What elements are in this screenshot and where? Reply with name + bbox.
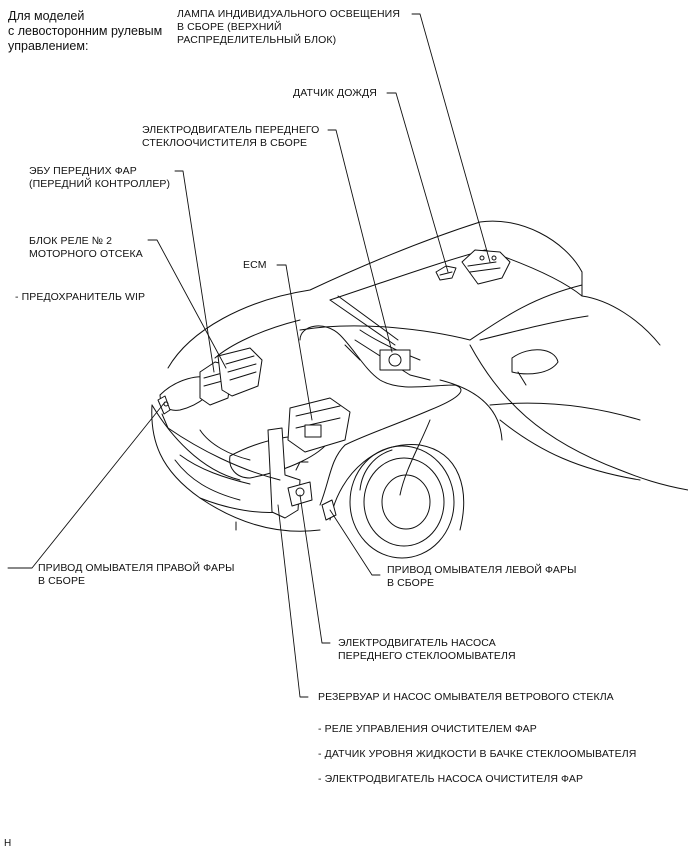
headlamp-ecu-label-line-1: ЭБУ ПЕРЕДНИХ ФАР xyxy=(29,165,137,177)
reservoir-label-text: РЕЗЕРВУАР И НАСОС ОМЫВАТЕЛЯ ВЕТРОВОГО СТ… xyxy=(318,691,614,703)
wip-fuse-label-text: - ПРЕДОХРАНИТЕЛЬ WIP xyxy=(15,291,146,303)
level-sensor-label: - ДАТЧИК УРОВНЯ ЖИДКОСТИ В БАЧКЕ СТЕКЛОО… xyxy=(318,748,636,761)
lh-washer-label: ПРИВОД ОМЫВАТЕЛЯ ЛЕВОЙ ФАРЫ В СБОРЕ xyxy=(387,564,577,590)
relay-block-label-line-2: МОТОРНОГО ОТСЕКА xyxy=(29,248,143,260)
wiper-motor-label-line-1: ЭЛЕКТРОДВИГАТЕЛЬ ПЕРЕДНЕГО xyxy=(142,124,320,136)
lh-washer-label-line-1: ПРИВОД ОМЫВАТЕЛЯ ЛЕВОЙ ФАРЫ xyxy=(387,564,577,576)
headlamp-ecu-label: ЭБУ ПЕРЕДНИХ ФАР (ПЕРЕДНИЙ КОНТРОЛЛЕР) xyxy=(29,165,170,191)
room-lamp-label-line-3: РАСПРЕДЕЛИТЕЛЬНЫЙ БЛОК) xyxy=(177,34,337,46)
models-header: Для моделей с левосторонним рулевым упра… xyxy=(8,9,162,54)
room-lamp-label: ЛАМПА ИНДИВИДУАЛЬНОГО ОСВЕЩЕНИЯ В СБОРЕ … xyxy=(177,8,400,47)
level-sensor-label-text: - ДАТЧИК УРОВНЯ ЖИДКОСТИ В БАЧКЕ СТЕКЛОО… xyxy=(318,748,637,760)
washer-pump-motor-label-line-1: ЭЛЕКТРОДВИГАТЕЛЬ НАСОСА xyxy=(338,637,496,649)
washer-pump-motor-label: ЭЛЕКТРОДВИГАТЕЛЬ НАСОСА ПЕРЕДНЕГО СТЕКЛО… xyxy=(338,637,516,663)
ecm-part xyxy=(287,397,351,453)
room-lamp-label-line-1: ЛАМПА ИНДИВИДУАЛЬНОГО ОСВЕЩЕНИЯ xyxy=(177,8,401,20)
corner-code-text: H xyxy=(4,838,12,849)
ecm-label: ECM xyxy=(243,259,267,272)
models-header-line-2: с левосторонним рулевым xyxy=(8,24,163,38)
models-header-line-3: управлением: xyxy=(8,39,89,53)
relay-block-part xyxy=(217,347,263,397)
wiper-assembly-part xyxy=(329,295,431,381)
rh-headlamp-washer-part xyxy=(157,395,171,429)
rh-washer-label-line-1: ПРИВОД ОМЫВАТЕЛЯ ПРАВОЙ ФАРЫ xyxy=(38,562,235,574)
cleaner-pump-motor-label-text: - ЭЛЕКТРОДВИГАТЕЛЬ НАСОСА ОЧИСТИТЕЛЯ ФАР xyxy=(318,773,584,785)
rh-washer-hose xyxy=(167,427,281,481)
washer-reservoir-part xyxy=(267,427,313,519)
relay-block-label: БЛОК РЕЛЕ № 2 МОТОРНОГО ОТСЕКА xyxy=(29,235,143,261)
wiper-motor-label-line-2: СТЕКЛООЧИСТИТЕЛЯ В СБОРЕ xyxy=(142,137,308,149)
headlamp-ecu-label-line-2: (ПЕРЕДНИЙ КОНТРОЛЛЕР) xyxy=(29,178,171,190)
room-lamp-part xyxy=(461,249,511,285)
lh-washer-label-line-2: В СБОРЕ xyxy=(387,577,435,589)
rain-sensor-label: ДАТЧИК ДОЖДЯ xyxy=(293,87,377,100)
ecm-label-text: ECM xyxy=(243,259,267,271)
rh-washer-label-line-2: В СБОРЕ xyxy=(38,575,86,587)
corner-code: H xyxy=(4,837,11,850)
room-lamp-label-line-2: В СБОРЕ (ВЕРХНИЙ xyxy=(177,21,282,33)
reservoir-label: РЕЗЕРВУАР И НАСОС ОМЫВАТЕЛЯ ВЕТРОВОГО СТ… xyxy=(318,691,614,704)
wip-fuse-label: - ПРЕДОХРАНИТЕЛЬ WIP xyxy=(15,291,145,304)
washer-hose xyxy=(299,325,462,506)
rain-sensor-part xyxy=(435,265,457,281)
rh-washer-label: ПРИВОД ОМЫВАТЕЛЯ ПРАВОЙ ФАРЫ В СБОРЕ xyxy=(38,562,235,588)
models-header-line-1: Для моделей xyxy=(8,9,85,23)
cleaner-relay-label: - РЕЛЕ УПРАВЛЕНИЯ ОЧИСТИТЕЛЕМ ФАР xyxy=(318,723,537,736)
washer-pump-motor-label-line-2: ПЕРЕДНЕГО СТЕКЛООМЫВАТЕЛЯ xyxy=(338,650,516,662)
cleaner-pump-motor-label: - ЭЛЕКТРОДВИГАТЕЛЬ НАСОСА ОЧИСТИТЕЛЯ ФАР xyxy=(318,773,583,786)
lh-headlamp-washer-part xyxy=(321,499,337,521)
wiper-motor-label: ЭЛЕКТРОДВИГАТЕЛЬ ПЕРЕДНЕГО СТЕКЛООЧИСТИТ… xyxy=(142,124,319,150)
cleaner-relay-label-text: - РЕЛЕ УПРАВЛЕНИЯ ОЧИСТИТЕЛЕМ ФАР xyxy=(318,723,537,735)
relay-block-label-line-1: БЛОК РЕЛЕ № 2 xyxy=(29,235,113,247)
rain-sensor-label-text: ДАТЧИК ДОЖДЯ xyxy=(293,87,377,99)
leader-lines xyxy=(7,13,491,698)
